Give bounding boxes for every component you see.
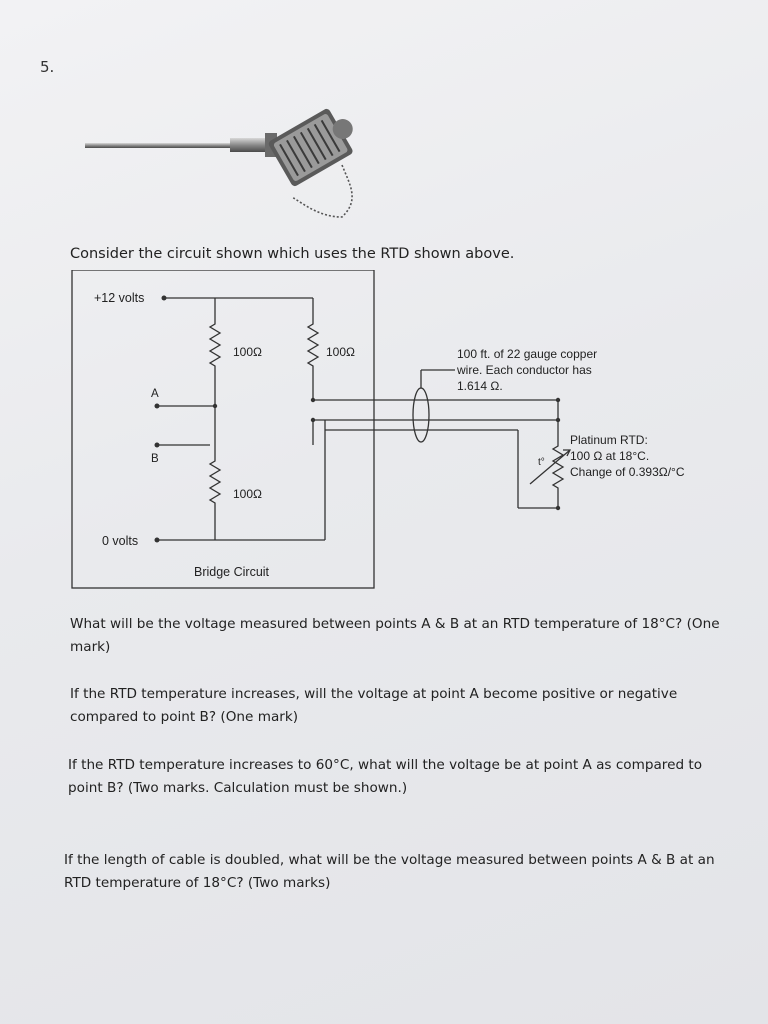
question-4: If the length of cable is doubled, what …	[64, 852, 715, 891]
question-1: What will be the voltage measured betwee…	[70, 616, 720, 655]
resistor-bottom	[208, 455, 222, 508]
rtd-symbol: t°	[538, 457, 545, 468]
rtd-note-line-3: Change of 0.393Ω/°C	[570, 465, 685, 479]
bridge-label: Bridge Circuit	[194, 565, 270, 579]
rtd-probe-photo	[85, 108, 353, 218]
point-b-label: B	[151, 453, 159, 465]
rtd-resistor	[551, 440, 565, 508]
cable-bundle	[412, 387, 430, 443]
resistor-top-left-label: 100Ω	[233, 345, 262, 359]
wire-note-line-2: wire. Each conductor has	[456, 363, 592, 377]
ground-label: 0 volts	[102, 534, 138, 548]
intro-text: Consider the circuit shown which uses th…	[70, 246, 515, 262]
rtd-note-line-1: Platinum RTD:	[570, 433, 648, 447]
resistor-top-right	[306, 318, 320, 372]
wire-note-line-3: 1.614 Ω.	[457, 379, 503, 393]
resistor-bottom-label: 100Ω	[233, 487, 262, 501]
supply-label: +12 volts	[94, 291, 144, 305]
point-a-label: A	[151, 388, 159, 400]
question-2: If the RTD temperature increases, will t…	[70, 686, 678, 725]
question-3: If the RTD temperature increases to 60°C…	[68, 757, 703, 796]
rtd-note-line-2: 100 Ω at 18°C.	[570, 449, 649, 463]
resistor-top-right-label: 100Ω	[326, 345, 355, 359]
resistor-top-left	[208, 318, 222, 372]
bridge-enclosure	[71, 270, 375, 589]
question-number: 5.	[40, 58, 55, 76]
bridge-circuit-diagram: +12 volts 0 volts A B 100Ω 100Ω 100Ω Bri…	[71, 270, 685, 589]
wire-note-line-1: 100 ft. of 22 gauge copper	[457, 347, 597, 361]
